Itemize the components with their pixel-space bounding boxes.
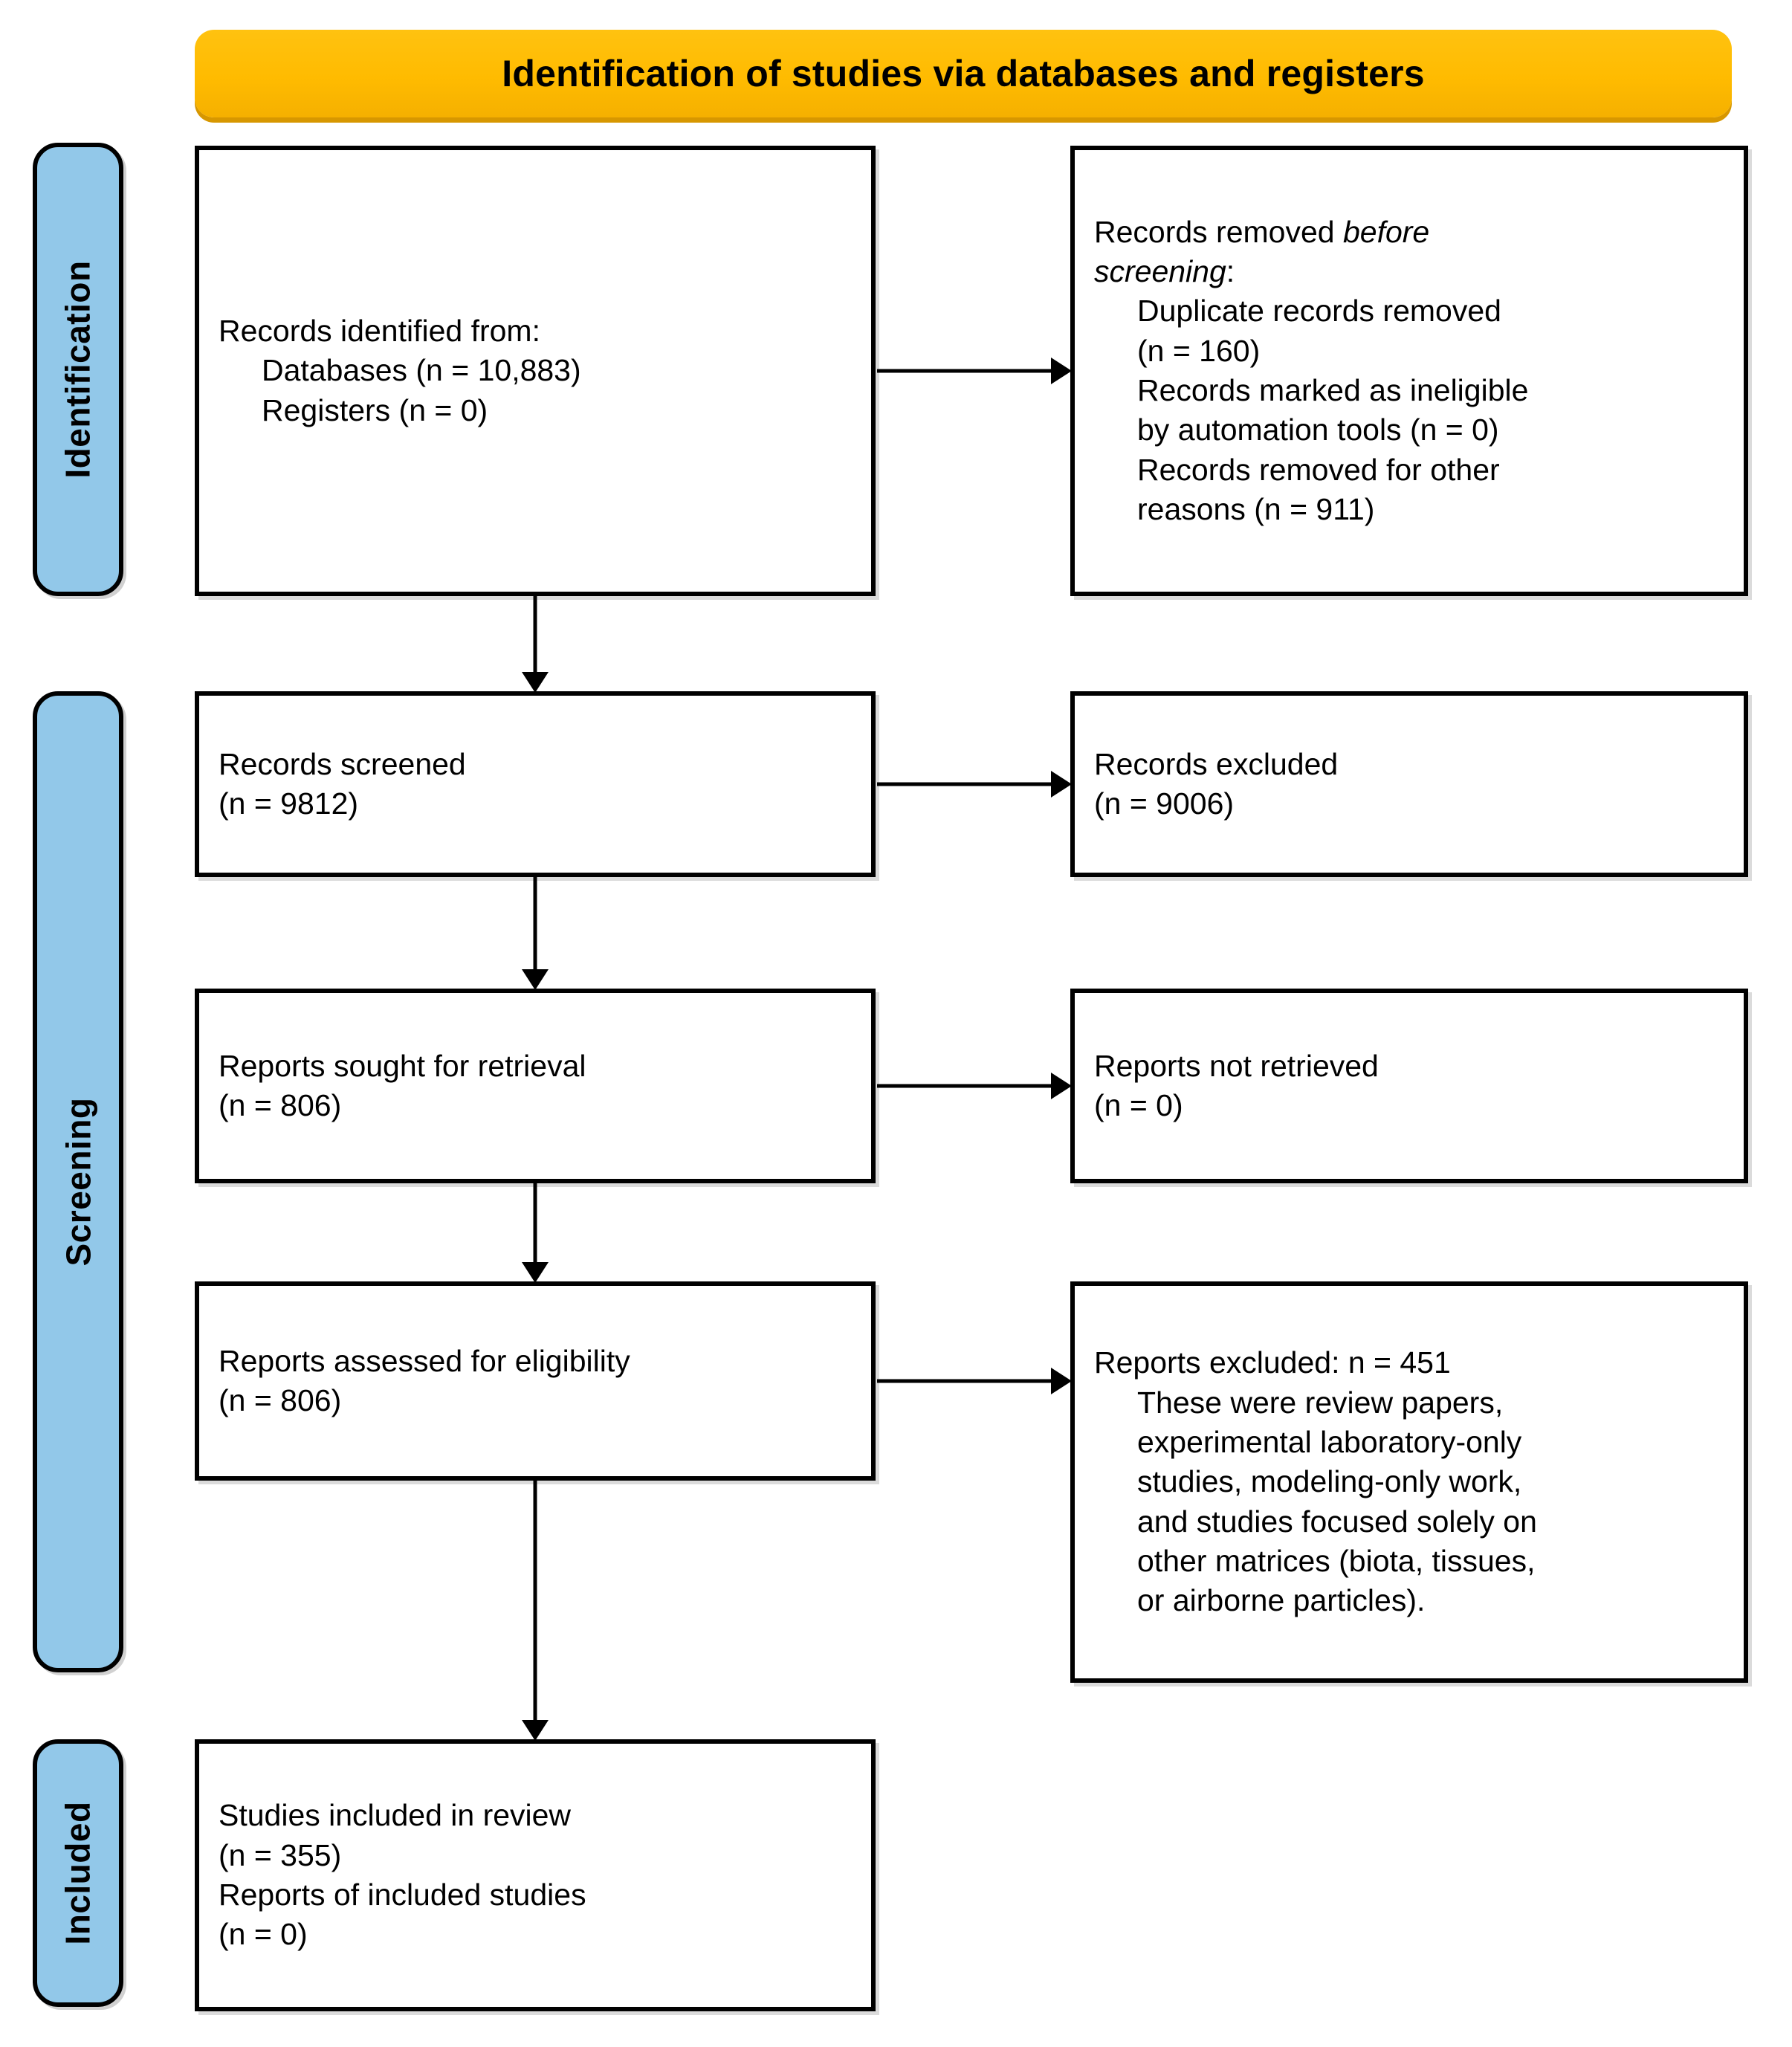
records-identified-line1: Records identified from: <box>219 314 540 349</box>
studies-included-label: Studies included in review <box>219 1798 572 1833</box>
box-records-removed-before-screening: Records removed before screening: Duplic… <box>1070 146 1748 596</box>
reports-excluded-reason-line4: and studies focused solely on <box>1137 1504 1537 1539</box>
arrowhead-right-icon <box>1051 358 1072 384</box>
reports-not-retrieved-count: (n = 0) <box>1094 1088 1183 1122</box>
arrow-identified-to-removed-before <box>877 356 1072 386</box>
box-studies-included-in-review: Studies included in review (n = 355) Rep… <box>195 1739 876 2011</box>
box-reports-excluded: Reports excluded: n = 451 These were rev… <box>1070 1281 1748 1683</box>
header-banner: Identification of studies via databases … <box>195 30 1732 117</box>
records-screened-label: Records screened <box>219 746 466 781</box>
arrow-sought-to-not-retrieved <box>877 1071 1072 1101</box>
reports-assessed-count: (n = 806) <box>219 1383 342 1417</box>
arrowhead-down-icon <box>522 1262 549 1283</box>
box-records-screened: Records screened (n = 9812) <box>195 691 876 877</box>
reports-of-included-studies-label: Reports of included studies <box>219 1878 586 1912</box>
records-removed-heading-line1: Records removed before <box>1094 213 1724 252</box>
reports-excluded-reason-line5: other matrices (biota, tissues, <box>1137 1543 1536 1578</box>
reports-not-retrieved-label: Reports not retrieved <box>1094 1048 1379 1083</box>
arrowhead-right-icon <box>1051 1368 1072 1394</box>
records-removed-automation-line1: Records marked as ineligible <box>1137 373 1529 407</box>
banner-title: Identification of studies via databases … <box>502 52 1425 94</box>
reports-excluded-reason-line1: These were review papers, <box>1137 1385 1504 1420</box>
arrow-shaft <box>877 369 1052 373</box>
records-removed-heading-italic-screening: screening <box>1094 254 1226 289</box>
arrowhead-right-icon <box>1051 1073 1072 1099</box>
records-removed-heading-prefix: Records removed <box>1094 214 1343 249</box>
records-excluded-label: Records excluded <box>1094 746 1339 781</box>
reports-excluded-reason-line3: studies, modeling-only work, <box>1137 1464 1522 1499</box>
reports-sought-count: (n = 806) <box>219 1088 342 1122</box>
phase-label-screening: Screening <box>33 691 123 1672</box>
arrow-shaft <box>877 782 1052 786</box>
reports-excluded-reason-line2: experimental laboratory-only <box>1137 1425 1522 1460</box>
reports-excluded-reason-line6: or airborne particles). <box>1137 1583 1426 1618</box>
arrow-shaft <box>533 877 537 971</box>
arrowhead-down-icon <box>522 969 549 990</box>
records-identified-registers: Registers (n = 0) <box>262 392 488 427</box>
records-removed-heading-italic-before: before <box>1342 214 1430 249</box>
records-removed-duplicates-line1: Duplicate records removed <box>1137 294 1501 329</box>
phase-label-identification: Identification <box>33 143 123 596</box>
arrow-assessed-to-reports-excluded <box>877 1366 1072 1396</box>
arrowhead-down-icon <box>522 1720 549 1741</box>
reports-excluded-heading: Reports excluded: n = 451 <box>1094 1345 1451 1380</box>
reports-sought-label: Reports sought for retrieval <box>219 1048 586 1083</box>
reports-of-included-studies-count: (n = 0) <box>219 1917 308 1952</box>
arrow-shaft <box>877 1084 1052 1088</box>
arrow-sought-to-assessed <box>520 1183 550 1283</box>
arrow-shaft <box>533 1183 537 1264</box>
arrow-shaft <box>533 1481 537 1721</box>
reports-assessed-label: Reports assessed for eligibility <box>219 1343 630 1378</box>
phase-label-included-text: Included <box>59 1801 97 1945</box>
studies-included-count: (n = 355) <box>219 1837 342 1872</box>
arrowhead-right-icon <box>1051 771 1072 798</box>
arrowhead-down-icon <box>522 672 549 693</box>
arrow-screened-to-records-excluded <box>877 769 1072 799</box>
box-reports-assessed-for-eligibility: Reports assessed for eligibility (n = 80… <box>195 1281 876 1481</box>
records-screened-count: (n = 9812) <box>219 786 359 821</box>
phase-label-included: Included <box>33 1739 123 2007</box>
box-records-identified: Records identified from: Databases (n = … <box>195 146 876 596</box>
arrow-shaft <box>533 596 537 673</box>
records-removed-heading-line2: screening: <box>1094 252 1724 291</box>
box-records-excluded: Records excluded (n = 9006) <box>1070 691 1748 877</box>
records-removed-heading-colon: : <box>1226 254 1235 289</box>
box-reports-sought-for-retrieval: Reports sought for retrieval (n = 806) <box>195 989 876 1183</box>
records-removed-automation-line2: by automation tools (n = 0) <box>1137 413 1499 447</box>
arrow-shaft <box>877 1379 1052 1383</box>
arrow-identified-to-screened <box>520 596 550 693</box>
box-reports-not-retrieved: Reports not retrieved (n = 0) <box>1070 989 1748 1183</box>
arrow-assessed-to-included <box>520 1481 550 1741</box>
records-removed-other-line2: reasons (n = 911) <box>1137 491 1375 526</box>
records-excluded-count: (n = 9006) <box>1094 786 1235 821</box>
phase-label-identification-text: Identification <box>59 260 98 479</box>
records-identified-databases: Databases (n = 10,883) <box>262 353 581 388</box>
arrow-screened-to-sought <box>520 877 550 990</box>
records-removed-other-line1: Records removed for other <box>1137 452 1500 487</box>
phase-label-screening-text: Screening <box>59 1097 98 1267</box>
records-removed-duplicates-line2: (n = 160) <box>1137 333 1261 368</box>
